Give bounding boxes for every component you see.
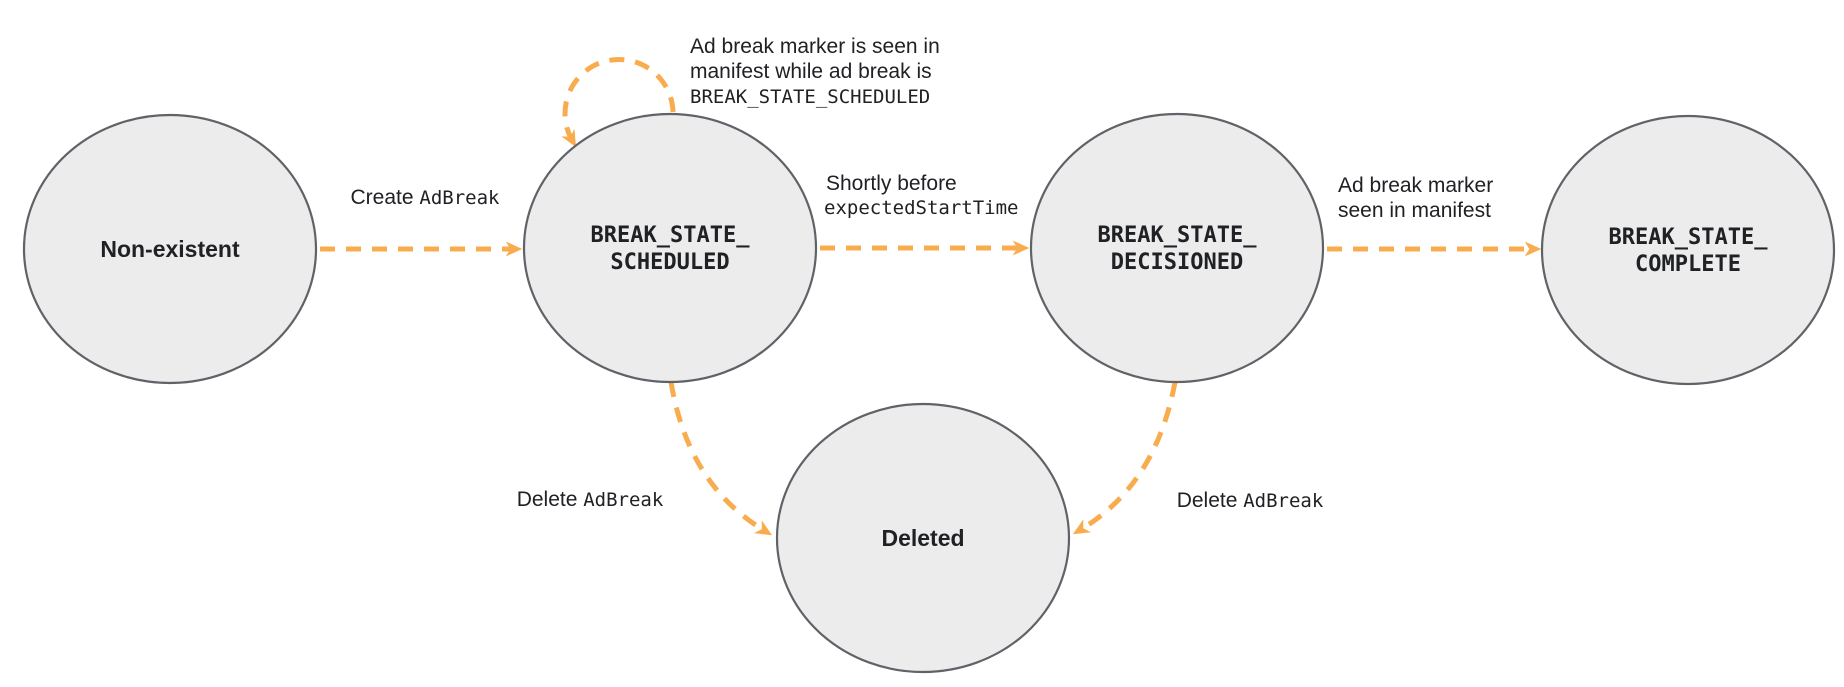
state-label-non-existent: Non-existent: [100, 236, 240, 262]
edge-label-create-code: AdBreak: [419, 187, 500, 209]
edge-label-shortly-before-line1: Shortly before: [826, 172, 957, 195]
edge-delete-from-decisioned: [1072, 381, 1178, 535]
edge-label-delete-decisioned-code: AdBreak: [1243, 490, 1324, 512]
state-label-scheduled-line2: SCHEDULED: [610, 250, 729, 275]
state-label-decisioned-line2: DECISIONED: [1111, 250, 1243, 275]
edge-label-delete-scheduled-text: Delete: [517, 488, 584, 511]
state-node-deleted: [775, 402, 1071, 674]
edge-label-loop-line2: manifest while ad break is: [690, 60, 932, 83]
edge-label-delete-decisioned-text: Delete: [1177, 489, 1244, 512]
edge-self-loop-scheduled: [561, 56, 676, 148]
edge-delete-from-scheduled: [668, 381, 773, 536]
edge-label-delete-scheduled-code: AdBreak: [583, 489, 664, 511]
edge-label-loop-line3: BREAK_STATE_SCHEDULED: [690, 86, 930, 108]
state-node-scheduled: [522, 112, 818, 384]
edge-label-delete-decisioned: Delete AdBreak: [1177, 489, 1324, 512]
edge-label-shortly-before-line2: expectedStartTime: [824, 197, 1018, 219]
edge-label-create-adbreak: Create AdBreak: [351, 186, 501, 209]
state-label-deleted: Deleted: [881, 525, 964, 551]
state-node-non-existent: [22, 113, 318, 385]
state-node-decisioned: [1029, 112, 1325, 384]
state-node-complete: [1540, 114, 1836, 386]
edge-label-loop-line1: Ad break marker is seen in: [690, 35, 940, 58]
edge-label-delete-scheduled: Delete AdBreak: [517, 488, 664, 511]
state-label-complete-line2: COMPLETE: [1635, 252, 1741, 277]
edge-label-marker-seen-line2: seen in manifest: [1338, 199, 1491, 222]
state-label-decisioned-line1: BREAK_STATE_: [1098, 223, 1258, 248]
edge-label-create-text: Create: [351, 186, 420, 209]
state-label-scheduled-line1: BREAK_STATE_: [591, 223, 751, 248]
state-label-complete-line1: BREAK_STATE_: [1609, 225, 1769, 250]
edge-label-marker-seen-line1: Ad break marker: [1338, 174, 1493, 197]
